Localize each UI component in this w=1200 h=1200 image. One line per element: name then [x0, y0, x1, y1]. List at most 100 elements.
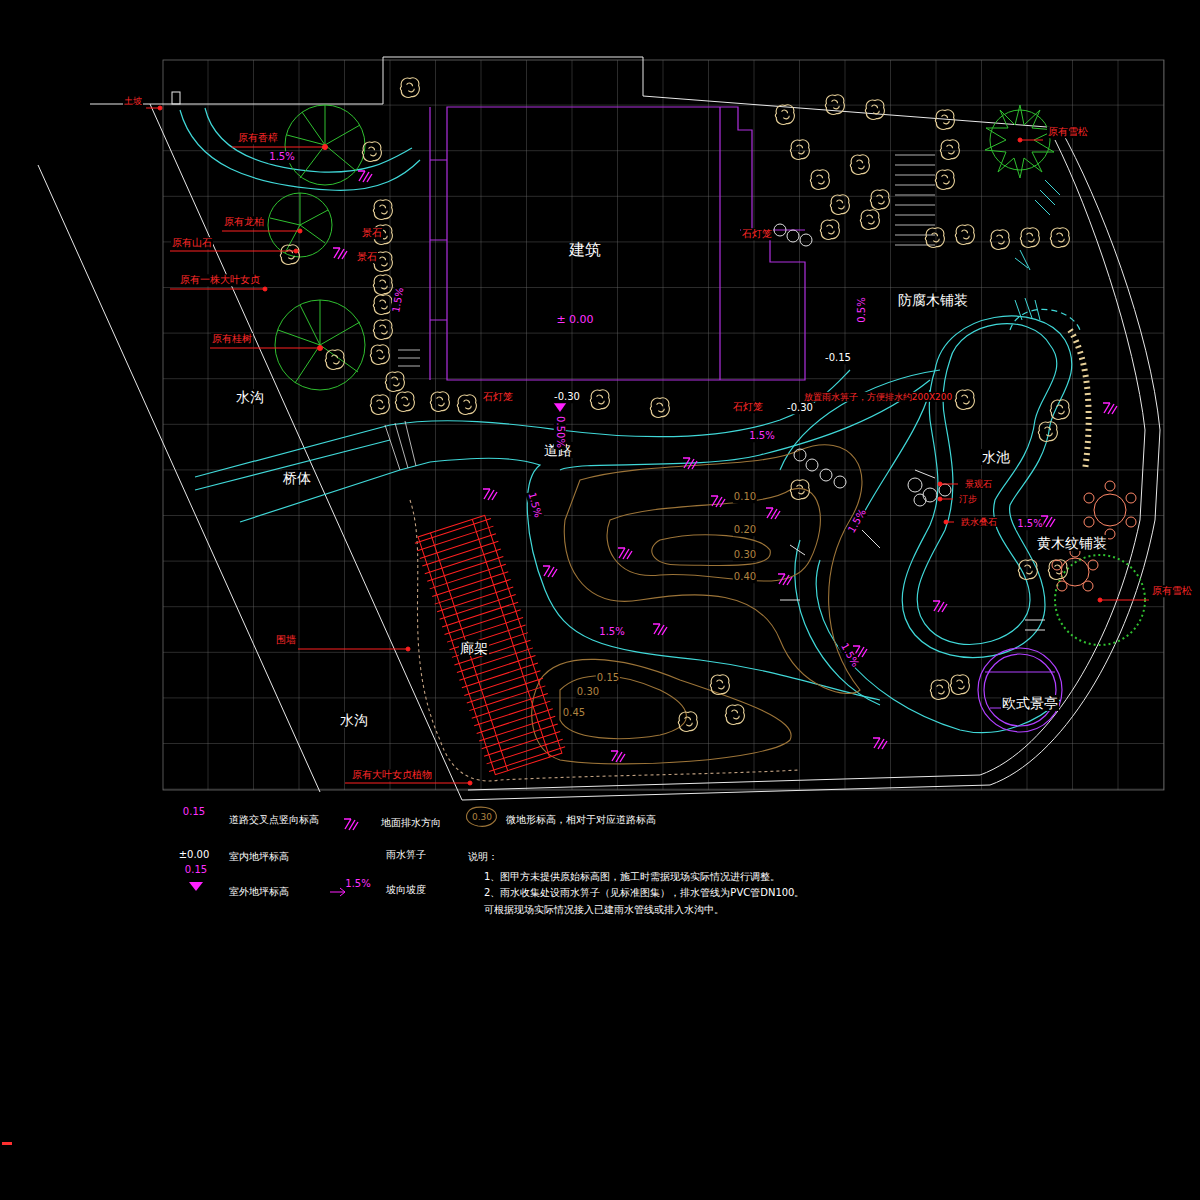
- leader-lines-part: [318, 346, 323, 351]
- contour-label: 0.30: [733, 549, 757, 561]
- shrubs-part: [950, 675, 969, 695]
- shrubs-part: [790, 140, 809, 160]
- legend-sample: 0.30: [471, 812, 493, 822]
- building-outline-part: [447, 107, 805, 380]
- note-text: 1、图甲方未提供原始标高图，施工时需据现场实际情况进行调整。: [483, 871, 781, 883]
- site-boundary-part: [90, 57, 1160, 800]
- shrubs-part: [825, 95, 844, 115]
- shrubs-part: [678, 712, 697, 732]
- contour-label: 0.15: [596, 672, 620, 684]
- region-label: 水池: [981, 449, 1011, 465]
- annotation-label: 景石: [356, 251, 378, 263]
- existing-trees-part: [270, 193, 328, 253]
- pond-part: [917, 324, 1057, 645]
- drainage-arrows-part: [618, 548, 632, 559]
- legend-symbols-part: [466, 807, 496, 826]
- pond: [902, 309, 1080, 657]
- leader-lines-part: [170, 251, 296, 252]
- stepping-stones-part: [914, 494, 926, 506]
- annotation-label: 景石: [361, 227, 383, 239]
- legend-symbols: [189, 807, 496, 896]
- building-outline: [430, 107, 805, 380]
- road-edges-part: [860, 390, 930, 520]
- annotation-label: 跌水叠石: [960, 517, 998, 527]
- deck-ladder-part: [1070, 330, 1089, 470]
- leader-lines-part: [210, 348, 320, 349]
- leader-lines-part: [1100, 600, 1149, 601]
- stairs-part: [895, 155, 935, 245]
- shrubs-part: [385, 372, 404, 392]
- region-label: 廊架: [459, 640, 489, 656]
- building-elevation: ± 0.00: [555, 314, 594, 327]
- slope-label: 0.50%: [554, 415, 566, 449]
- stepping-stones-part: [806, 459, 818, 471]
- road-edges-part: [430, 458, 880, 700]
- annotation-label: 土坡: [123, 96, 143, 106]
- contours-part: [607, 488, 820, 581]
- shrubs-part: [1018, 560, 1037, 580]
- drainage-arrows-part: [553, 402, 567, 412]
- region-label: 黄木纹铺装: [1036, 535, 1108, 551]
- slope-label: 0.5%: [856, 296, 868, 323]
- round-tables-part: [1126, 517, 1136, 527]
- annotation-label: 原有大叶女贞植物: [351, 769, 433, 781]
- round-tables-part: [1084, 517, 1094, 527]
- leader-lines-part: [1018, 138, 1022, 142]
- stepping-stones-part: [820, 469, 832, 481]
- road-edges-part: [390, 370, 850, 437]
- leader-lines-part: [944, 520, 948, 524]
- shrubs-part: [865, 100, 884, 120]
- existing-trees-part: [285, 105, 365, 185]
- contours-part: [410, 500, 800, 781]
- leader-lines-part: [298, 229, 302, 233]
- legend-text: 道路交叉点竖向标高: [228, 814, 320, 826]
- elevation-label: -0.30: [553, 391, 581, 403]
- shrubs-part: [362, 142, 381, 162]
- pavilion-part: [984, 654, 1056, 726]
- building-name: 建筑: [568, 241, 602, 259]
- legend-symbols-part: [189, 882, 203, 891]
- shrubs-part: [870, 190, 889, 210]
- annotation-label: 景观石: [964, 479, 993, 489]
- region-label: 水沟: [339, 712, 369, 728]
- slope-label: 1.5%: [268, 151, 295, 163]
- annotation-label: 原有一株大叶女贞: [179, 274, 261, 286]
- stepping-stones-part: [923, 488, 937, 502]
- shrubs-part: [830, 195, 849, 215]
- drainage-arrows-part: [683, 458, 697, 469]
- road-edges-part: [205, 108, 412, 172]
- shrubs-part: [935, 170, 954, 190]
- annotation-label: 原有雪松: [1047, 126, 1089, 138]
- pergola-part: [415, 519, 565, 772]
- pavilion: [978, 648, 1062, 732]
- site-boundary: [38, 57, 1160, 800]
- annotation-label: 原有山石: [171, 237, 213, 249]
- shrubs-part: [955, 225, 974, 245]
- legend-sample: 0.15: [184, 864, 208, 876]
- annotation-label: 原有雪松: [1151, 585, 1193, 597]
- leader-lines-part: [1098, 598, 1102, 602]
- round-tables-part: [1084, 493, 1094, 503]
- contours-part: [560, 676, 686, 739]
- note-text: 2、雨水收集处设雨水箅子（见标准图集），排水管线为PVC管DN100。: [483, 887, 805, 899]
- road-edges-part: [180, 110, 420, 190]
- leader-lines-part: [222, 231, 300, 232]
- pergola: [413, 514, 566, 776]
- stepping-stones-part: [774, 224, 786, 236]
- drainage-arrows-part: [711, 496, 725, 507]
- round-tables-part: [1057, 581, 1067, 591]
- stepping-stones: [774, 224, 1045, 630]
- stairs-part: [385, 421, 416, 470]
- grid: [163, 60, 1164, 790]
- leader-lines-part: [468, 781, 472, 785]
- slope-label: 1.5%: [1016, 518, 1043, 530]
- legend-text: 地面排水方向: [380, 817, 442, 829]
- drainage-arrows-part: [333, 248, 347, 259]
- annotation-label: 石灯笼: [741, 228, 773, 240]
- deck-ladder: [1070, 330, 1089, 470]
- site-boundary-part: [172, 92, 180, 104]
- leader-lines-part: [938, 482, 942, 486]
- region-label: 防腐木铺装: [897, 292, 969, 308]
- region-label: 欧式景亭: [1001, 695, 1059, 711]
